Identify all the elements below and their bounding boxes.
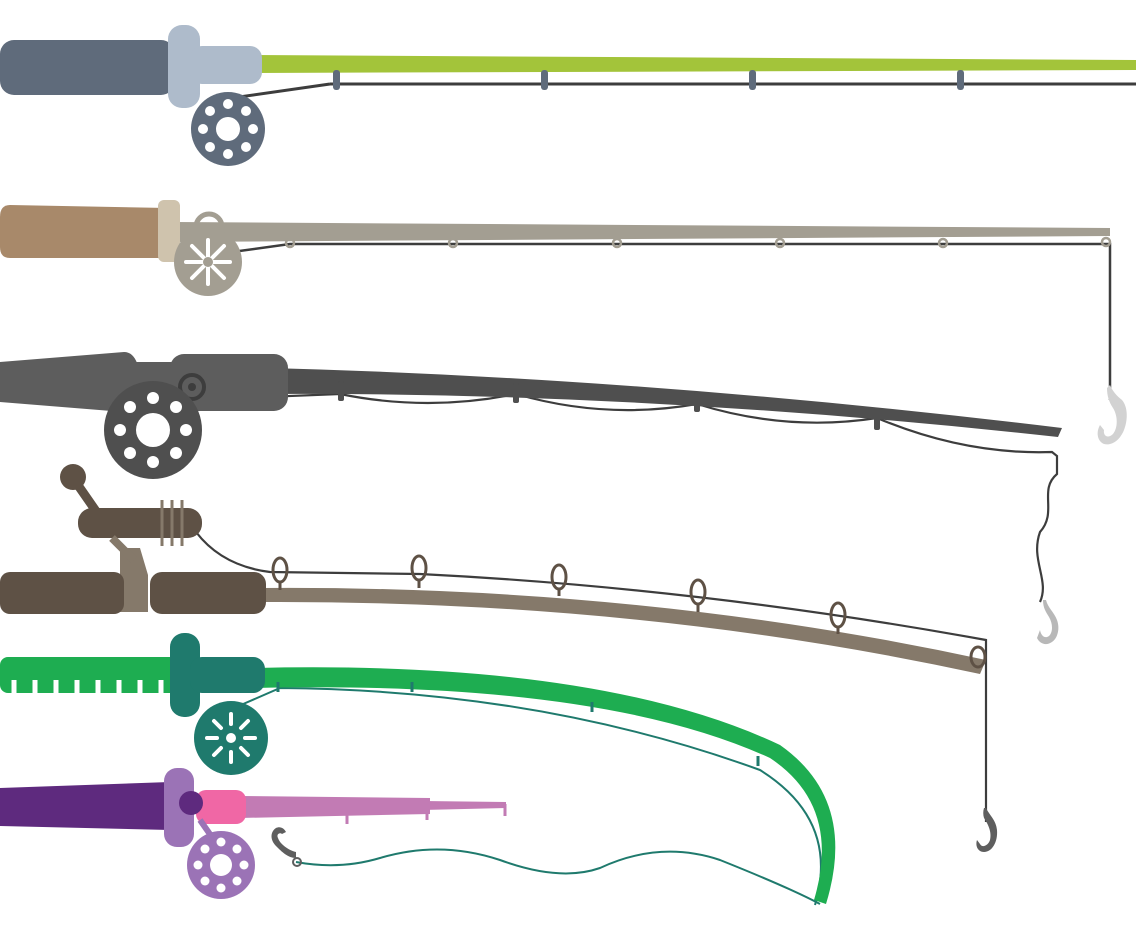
green-bent-rod-grip <box>0 657 180 693</box>
fly-rod-grip <box>0 40 175 95</box>
green-bent-rod-grip-notches <box>11 680 164 693</box>
purple-telescopic-rod-mid-section <box>240 796 430 818</box>
spincast-rod-guides <box>271 554 987 669</box>
casting-rod-hook <box>1037 600 1059 645</box>
purple-telescopic-rod-hook <box>271 827 296 858</box>
casting-rod-drag-knob <box>178 373 206 401</box>
spincast-rod-line <box>195 531 988 822</box>
spinning-rod-hook <box>1097 385 1127 445</box>
fly-rod <box>0 25 1136 166</box>
casting-rod <box>0 352 1062 645</box>
fly-rod-guide <box>957 70 964 90</box>
spincast-rod-grip-front <box>150 572 266 614</box>
spincast-rod-reel-stem <box>120 548 148 612</box>
green-bent-rod <box>0 633 836 906</box>
spinning-rod-grip <box>0 205 168 258</box>
purple-telescopic-rod-grip <box>0 782 170 830</box>
fly-rod-reel <box>191 92 265 166</box>
spincast-rod-reel-foot <box>109 535 137 563</box>
spinning-rod-blank <box>175 222 1110 242</box>
spincast-rod <box>0 464 998 852</box>
green-bent-rod-reel <box>194 701 268 775</box>
fly-rod-guide <box>541 70 548 90</box>
fly-rod-reel-seat <box>168 25 200 108</box>
casting-rod-guide <box>513 383 519 403</box>
spinning-rod-line <box>231 242 1112 400</box>
green-bent-rod-guides <box>276 682 760 766</box>
green-bent-rod-reel-seat-front <box>190 657 265 693</box>
casting-rod-blank <box>270 368 1062 437</box>
casting-rod-grip <box>0 352 138 413</box>
purple-telescopic-rod <box>0 768 821 905</box>
green-bent-rod-line <box>233 686 822 906</box>
fly-rod-line <box>231 82 331 100</box>
green-bent-rod-reel-seat <box>170 633 200 717</box>
casting-rod-guide <box>338 381 344 401</box>
spincast-rod-hook <box>976 808 998 852</box>
purple-telescopic-rod-ferrule <box>196 790 246 824</box>
fly-rod-reel-seat-front <box>190 46 262 84</box>
fly-rod-blank <box>250 55 1136 73</box>
purple-telescopic-rod-seat-knob <box>179 791 203 815</box>
spinning-rod-reel <box>174 228 242 296</box>
fly-rod-guide <box>333 70 340 90</box>
spincast-rod-blank <box>260 587 986 674</box>
spinning-rod-reel-seat <box>158 200 180 262</box>
spincast-rod-reel-bands <box>160 500 184 546</box>
spincast-rod-handle-knob <box>60 464 86 490</box>
spinning-rod-guides <box>284 236 1112 249</box>
casting-rod-line <box>189 392 1059 603</box>
spinning-rod <box>0 200 1127 445</box>
green-bent-rod-blank <box>255 667 836 904</box>
casting-rod-guide <box>694 392 700 412</box>
purple-telescopic-rod-guides <box>345 804 507 824</box>
casting-rod-drag-knob-center <box>188 383 196 391</box>
casting-rod-guide <box>874 408 880 430</box>
casting-rod-reel <box>104 381 202 479</box>
purple-telescopic-rod-line <box>295 848 821 905</box>
purple-telescopic-rod-reel-seat <box>164 768 194 847</box>
purple-telescopic-rod-hook-eye <box>292 857 302 867</box>
fly-rod-guide <box>749 70 756 90</box>
spincast-rod-grip-rear <box>0 572 124 614</box>
purple-telescopic-rod-reel <box>187 831 255 899</box>
